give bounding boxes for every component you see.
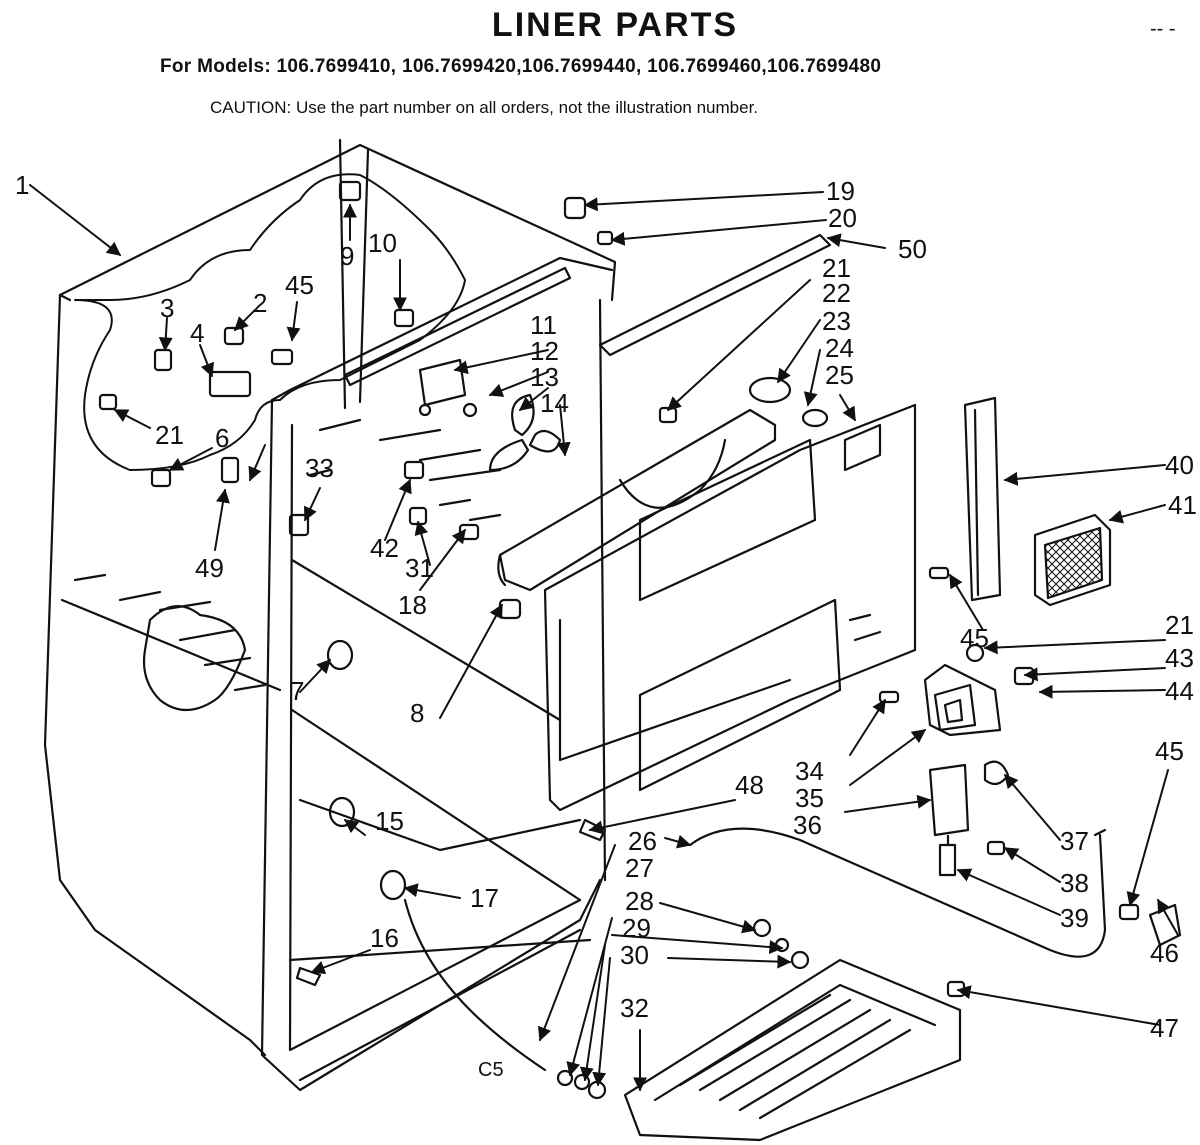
callout-label: 36 — [793, 810, 822, 840]
callout-label: 46 — [1150, 938, 1179, 968]
fan-motor-assembly — [418, 358, 777, 592]
callout-label: 3 — [160, 293, 175, 323]
callout-label: 23 — [822, 306, 851, 336]
callout-label: 43 — [1165, 643, 1194, 673]
callout-label: 12 — [530, 336, 559, 366]
evaporator-cover-panel — [543, 403, 917, 812]
callout-label: 30 — [620, 940, 649, 970]
callout-label: 35 — [795, 783, 824, 813]
callout-label: 8 — [410, 698, 425, 728]
breaker-strip — [963, 396, 1002, 602]
callout-label: 9 — [340, 241, 355, 271]
callout-label: 16 — [370, 923, 399, 953]
callout-label: 40 — [1165, 450, 1194, 480]
callout-label: 26 — [628, 826, 657, 856]
callout-label: 45 — [285, 270, 314, 300]
callout-label: 48 — [735, 770, 764, 800]
callout-label: 21 — [155, 420, 184, 450]
callout-label: 50 — [898, 234, 927, 264]
callout-label: 31 — [405, 553, 434, 583]
callout-label: 19 — [826, 176, 855, 206]
drain-trough — [623, 958, 962, 1142]
callout-label: 13 — [530, 362, 559, 392]
callout-label: 44 — [1165, 676, 1194, 706]
callout-label: 21 — [822, 253, 851, 283]
callout-label: 15 — [375, 806, 404, 836]
callout-label: 39 — [1060, 903, 1089, 933]
callout-label: 29 — [622, 913, 651, 943]
callout-label: 33 — [305, 453, 334, 483]
callout-label: 10 — [368, 228, 397, 258]
callout-label: 38 — [1060, 868, 1089, 898]
callout-label: 34 — [795, 756, 824, 786]
callout-label: 45 — [1155, 736, 1184, 766]
callout-label: 24 — [825, 333, 854, 363]
cabinet-shell — [43, 138, 832, 1092]
caution-note: CAUTION: Use the part number on all orde… — [210, 98, 759, 117]
callout-arrows — [29, 184, 1179, 1092]
callout-label: 18 — [398, 590, 427, 620]
callout-label: 28 — [625, 886, 654, 916]
callout-label: 27 — [625, 853, 654, 883]
corner-mark: -- - — [1150, 18, 1176, 40]
callout-label: 20 — [828, 203, 857, 233]
model-list: For Models: 106.7699410, 106.7699420,106… — [160, 56, 882, 77]
callout-label: 41 — [1168, 490, 1197, 520]
callout-label: 17 — [470, 883, 499, 913]
callout-label: 45 — [960, 623, 989, 653]
callout-label: 47 — [1150, 1013, 1179, 1043]
diagram-title: LINER PARTS — [491, 6, 739, 44]
callout-label: 4 — [190, 318, 205, 348]
callout-label: 11 — [530, 310, 557, 340]
callout-label: 14 — [540, 388, 569, 418]
callout-label: 7 — [290, 676, 305, 706]
callout-label: 21 — [1165, 610, 1194, 640]
callout-label: 25 — [825, 360, 854, 390]
control-housing — [923, 663, 1002, 877]
air-grille — [1033, 513, 1112, 607]
callout-label: 42 — [370, 533, 399, 563]
drain-tube — [688, 827, 1107, 958]
callout-label: 49 — [195, 553, 224, 583]
page-code: C5 — [478, 1059, 504, 1081]
callout-label: 22 — [822, 278, 851, 308]
callout-label: 2 — [253, 288, 268, 318]
callout-label: 6 — [215, 423, 230, 453]
callout-label: 1 — [15, 170, 30, 200]
callout-label: 37 — [1060, 826, 1089, 856]
callout-label: 32 — [620, 993, 649, 1023]
